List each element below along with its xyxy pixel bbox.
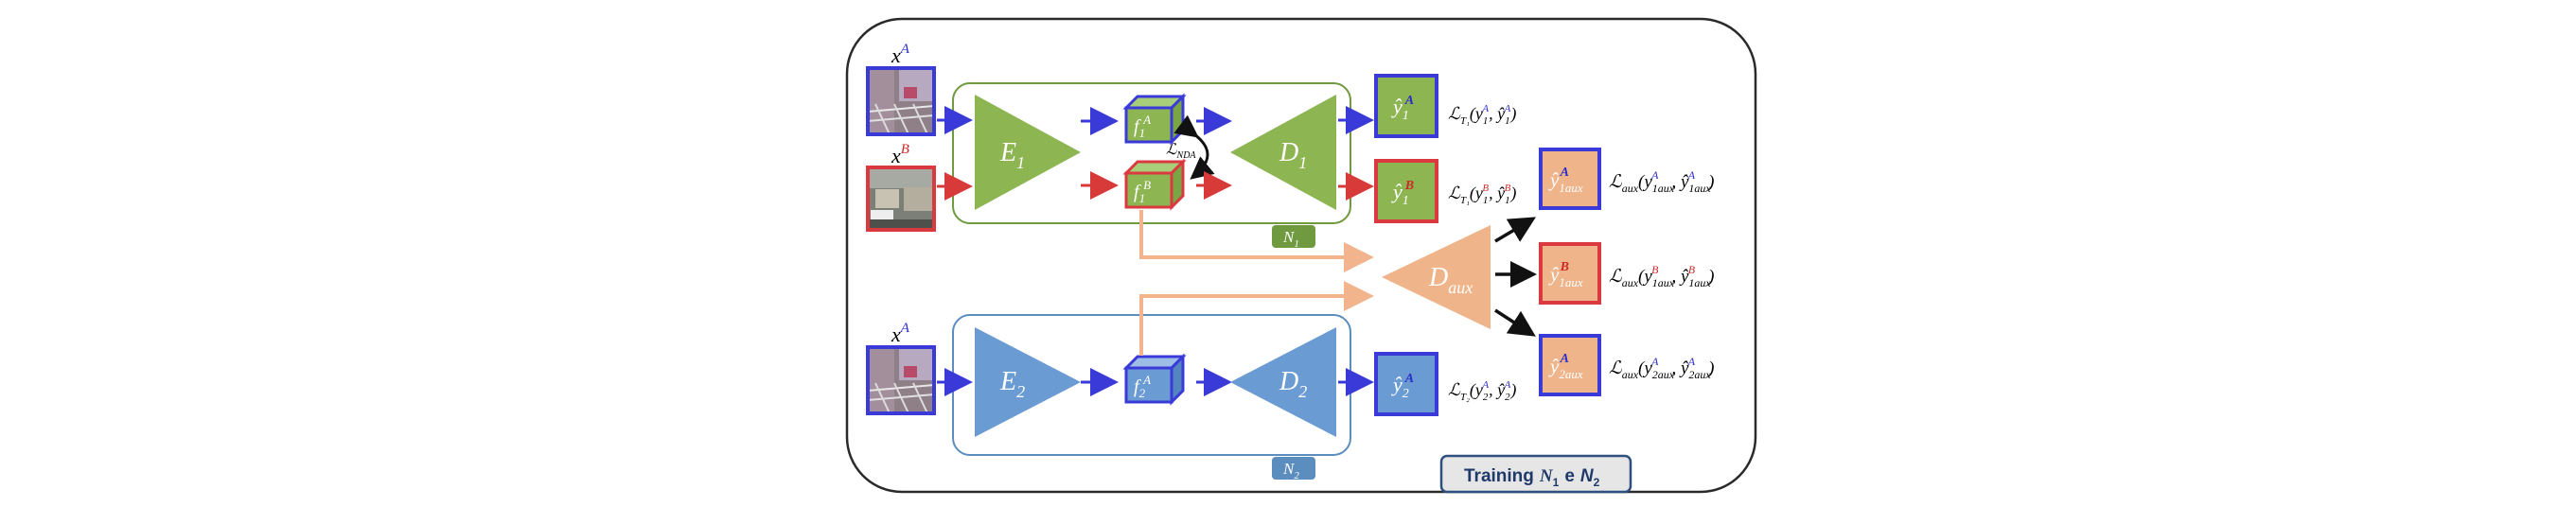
decoder-D1-label: D1 (1279, 138, 1307, 172)
decoder-D2-label: D2 (1279, 367, 1307, 401)
output-y2A-aux: ŷ2auxA (1539, 334, 1601, 396)
svg-text:f2A: f2A (1134, 373, 1151, 400)
output-y1A-aux: ŷ1auxA (1539, 148, 1601, 210)
svg-text:f1A: f1A (1134, 113, 1151, 140)
output-y1B-aux: ŷ1auxB (1539, 242, 1601, 305)
network2-badge (1272, 457, 1315, 480)
encoder-E1 (975, 95, 1081, 210)
input-label-xA-bottom: xA (891, 321, 910, 346)
loss-aux1-A: ℒaux(y1auxA, ŷ1auxA) (1609, 168, 1714, 195)
output-y2A: ŷ2A (1374, 352, 1438, 416)
network1-badge-label: N1 (1282, 228, 1299, 250)
arrow-Daux-to-y1Aaux (1494, 217, 1537, 243)
feature-cube-f1B: f1B (1122, 158, 1187, 211)
loss-task2-A: ℒT₂(y2A, ŷ2A) (1448, 379, 1516, 403)
loss-aux2-A: ℒaux(y2auxA, ŷ2auxA) (1609, 355, 1714, 381)
network2-badge-label: N2 (1282, 460, 1299, 481)
svg-text:ŷ2A: ŷ2A (1391, 372, 1414, 401)
nda-curved-arrow (1173, 114, 1215, 180)
encoder-E2-label: E2 (999, 367, 1025, 401)
feature-cube-f1A: f1A (1122, 93, 1187, 146)
training-badge (1439, 454, 1632, 494)
loss-task1-B: ℒT₁(y1B, ŷ1B) (1448, 183, 1516, 206)
network1-frame (952, 82, 1351, 224)
output-y1A: ŷ1A (1374, 74, 1438, 138)
loss-aux1-B: ℒaux(y1auxB, ŷ1auxB) (1609, 263, 1714, 289)
loss-task1-A: ℒT₁(y1A, ŷ1A) (1448, 103, 1516, 127)
decoder-Daux (1382, 225, 1491, 329)
arrow-Daux-to-y2Aaux (1494, 308, 1536, 337)
network1-badge (1272, 225, 1315, 248)
feature-cube-f2A: f2A (1122, 353, 1187, 406)
decoder-Daux-label: Daux (1428, 263, 1473, 297)
svg-text:f1B: f1B (1134, 178, 1151, 205)
arrow-f2-to-Daux (1139, 281, 1374, 356)
svg-text:ŷ2auxA: ŷ2auxA (1548, 352, 1583, 381)
input-image-xB (866, 166, 936, 232)
input-image-xA-bottom (866, 345, 936, 415)
decoder-D2 (1230, 327, 1336, 437)
nda-loss-label: ℒNDA (1166, 142, 1196, 161)
outer-frame (845, 17, 1757, 494)
encoder-E2 (975, 327, 1081, 437)
encoder-E1-label: E1 (999, 138, 1025, 172)
svg-text:ŷ1auxB: ŷ1auxB (1548, 260, 1583, 289)
input-image-xA-top (866, 66, 936, 136)
svg-text:ŷ1A: ŷ1A (1391, 94, 1414, 123)
decoder-D1 (1230, 95, 1336, 210)
input-label-xA-top: xA (891, 42, 910, 67)
output-y1B: ŷ1B (1374, 159, 1438, 223)
input-label-xB: xB (891, 142, 909, 167)
arrow-f1-to-Daux (1139, 210, 1374, 272)
svg-text:ŷ1B: ŷ1B (1391, 179, 1414, 208)
svg-text:ŷ1auxA: ŷ1auxA (1548, 166, 1583, 195)
